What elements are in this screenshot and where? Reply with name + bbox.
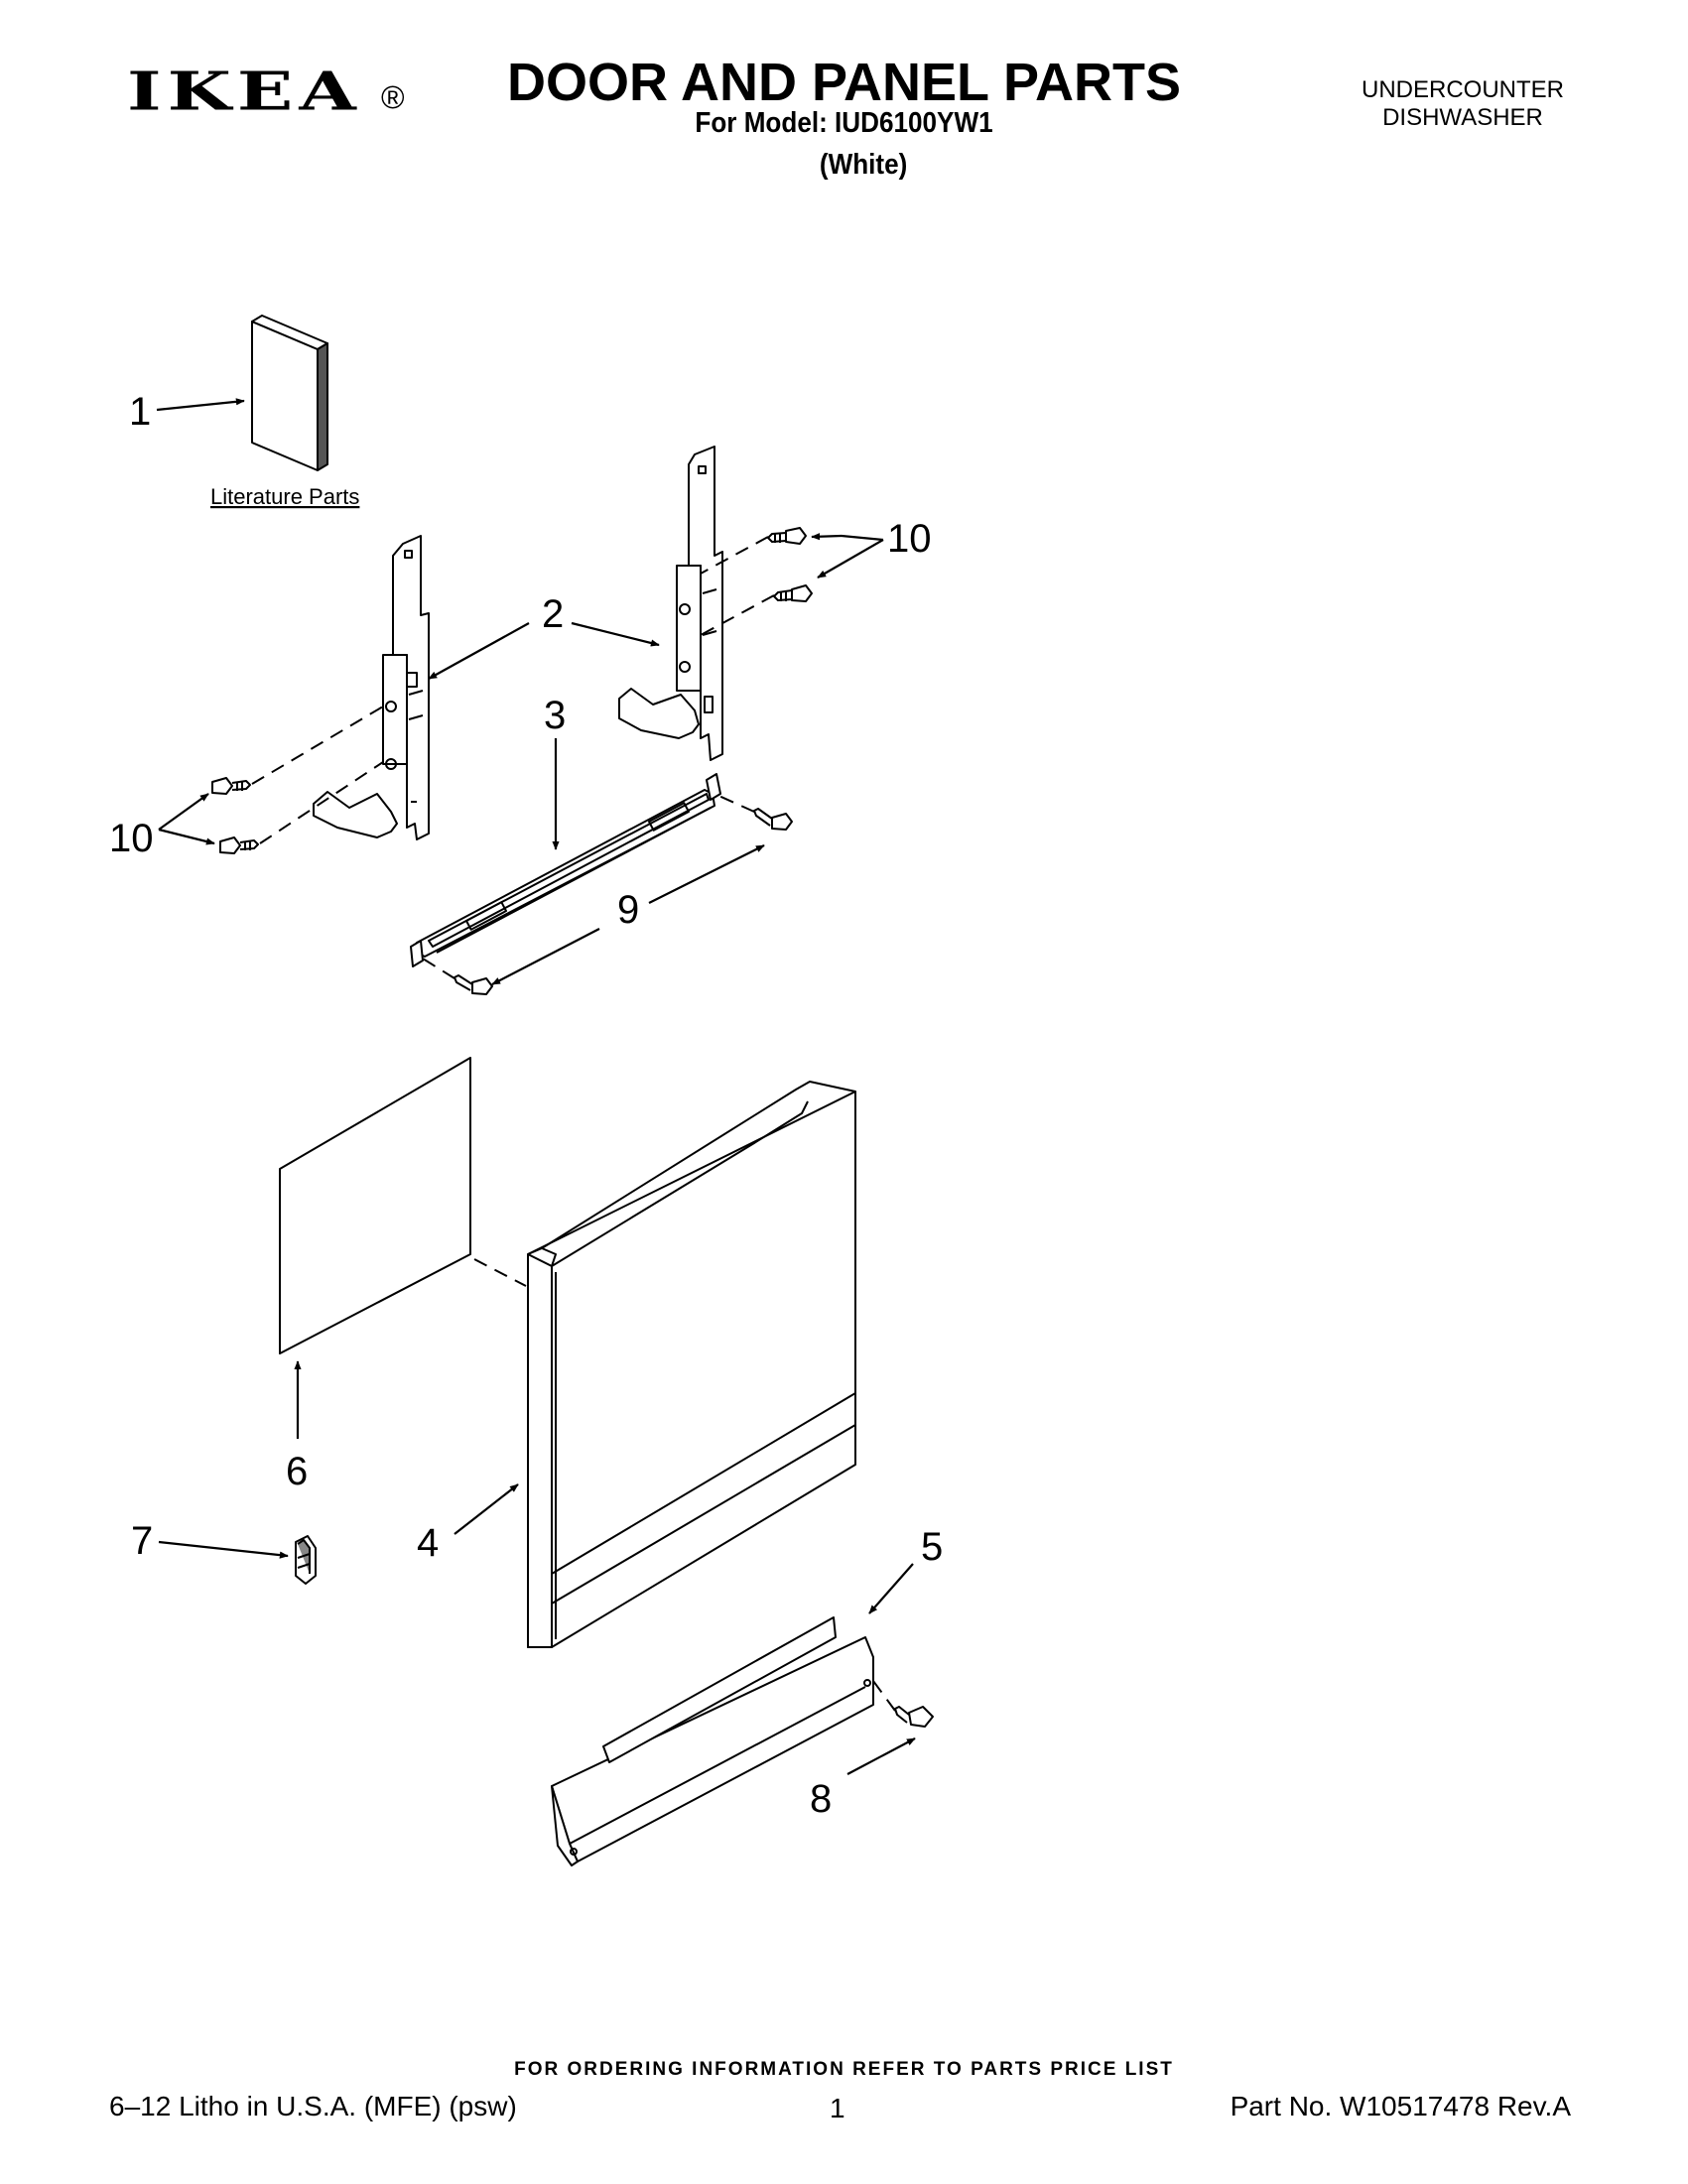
model-line: For Model: IUD6100YW1 xyxy=(695,107,993,139)
callout-10-left: 10 xyxy=(109,817,154,860)
toe-kick-panel xyxy=(551,1616,874,1866)
color-text: (White) xyxy=(820,149,908,181)
registered-mark: ® xyxy=(381,79,405,115)
callout-3: 3 xyxy=(544,694,566,737)
callout-9: 9 xyxy=(617,888,639,932)
print-info: 6–12 Litho in U.S.A. (MFE) (psw) xyxy=(109,2091,517,2121)
ordering-note: FOR ORDERING INFORMATION REFER TO PARTS … xyxy=(514,2059,1174,2080)
callout-5: 5 xyxy=(921,1525,943,1569)
callout-6: 6 xyxy=(286,1450,308,1493)
color-line: (White) xyxy=(0,149,1688,182)
product-type-line-2: DISHWASHER xyxy=(1382,104,1543,131)
part-number: Part No. W10517478 Rev.A xyxy=(1230,2091,1571,2121)
left-mounting-bracket xyxy=(313,535,430,840)
product-type-line-1: UNDERCOUNTER xyxy=(1362,76,1564,103)
screw-10-lower-right xyxy=(773,584,813,602)
callout-4: 4 xyxy=(417,1521,439,1565)
panel-clip xyxy=(295,1535,317,1585)
door-panel xyxy=(527,1081,856,1648)
callout-2: 2 xyxy=(542,592,564,636)
screw-9-left xyxy=(454,974,493,995)
page-number: 1 xyxy=(830,2093,845,2123)
screw-8 xyxy=(894,1706,934,1728)
callout-numbers: 1 2 3 4 5 6 7 8 9 10 10 Literature Parts xyxy=(109,390,943,1821)
screw-9-right xyxy=(753,808,793,831)
product-type: UNDERCOUNTER DISHWASHER xyxy=(1356,76,1570,132)
literature-parts-label: Literature Parts xyxy=(210,484,359,509)
callout-1: 1 xyxy=(129,390,151,434)
ikea-logo: IKEA xyxy=(127,61,362,123)
screw-10-upper-right xyxy=(767,527,807,545)
callout-leaders xyxy=(156,398,916,1775)
door-rail xyxy=(410,773,721,967)
screw-10-upper-left xyxy=(211,777,251,795)
front-panel-sheet xyxy=(279,1057,471,1354)
page-title: DOOR AND PANEL PARTS xyxy=(506,53,1182,112)
screw-10-lower-left xyxy=(219,836,259,854)
callout-8: 8 xyxy=(810,1777,832,1821)
right-mounting-bracket xyxy=(618,446,723,761)
callout-10-right: 10 xyxy=(887,517,932,561)
literature-booklet xyxy=(251,315,328,471)
callout-7: 7 xyxy=(131,1519,153,1563)
